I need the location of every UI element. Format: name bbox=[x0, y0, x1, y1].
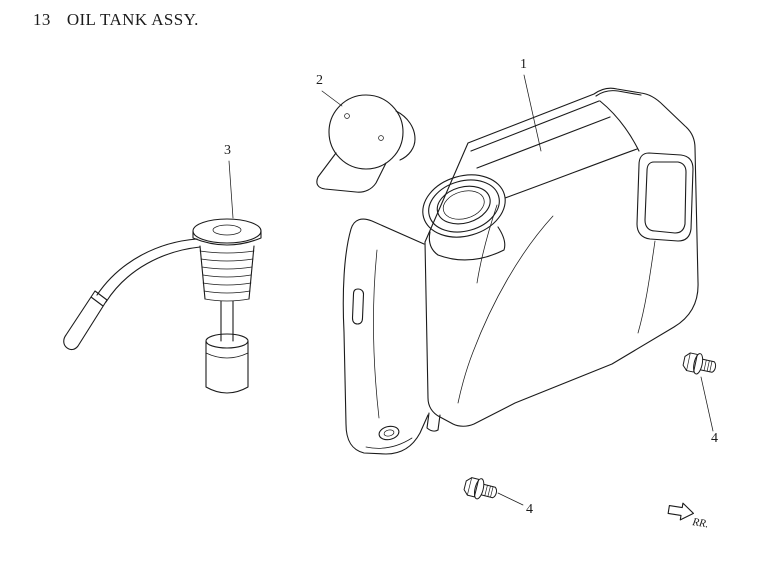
dipstick-rib-sides bbox=[199, 245, 255, 300]
cap-face bbox=[328, 94, 404, 170]
tank-mounting-bracket bbox=[342, 218, 429, 455]
callout-tank-label: 1 bbox=[520, 57, 527, 72]
callout-dipstick-leader bbox=[228, 160, 234, 219]
callout-cap-label: 2 bbox=[316, 73, 323, 88]
callout-tank-leader bbox=[523, 74, 542, 152]
dipstick-wire bbox=[96, 238, 201, 303]
cap-pin-hole-left bbox=[344, 113, 350, 119]
bracket-outline bbox=[342, 218, 429, 455]
dipstick-ribs bbox=[199, 250, 255, 302]
float-sides bbox=[205, 340, 249, 394]
dipstick-cap-inner bbox=[212, 224, 242, 236]
bracket-fold-line bbox=[373, 249, 380, 419]
tank-top-seams bbox=[470, 90, 642, 199]
flange-bolt-front bbox=[462, 474, 500, 504]
callout-dipstick-label: 3 bbox=[224, 143, 231, 158]
figure-number: 13 bbox=[33, 10, 51, 29]
callout-bolt-rear-leader bbox=[700, 376, 714, 432]
cap-side-tab bbox=[395, 110, 416, 161]
flange-bolt-rear bbox=[681, 350, 719, 379]
wire-sleeve bbox=[63, 290, 108, 351]
bracket-bolt-hole bbox=[378, 425, 400, 441]
oil-level-dipstick bbox=[63, 218, 262, 394]
tank-drain-nipple bbox=[426, 412, 441, 432]
filler-ring-bore bbox=[442, 190, 485, 220]
figure-title-text: OIL TANK ASSY. bbox=[66, 10, 199, 29]
bracket-slot-hole bbox=[351, 288, 365, 325]
filler-ring-mid bbox=[428, 179, 500, 233]
callout-cap-leader bbox=[321, 90, 343, 107]
filler-ring-outer bbox=[422, 174, 506, 238]
oil-filler-cap bbox=[316, 94, 416, 193]
rr-arrow-icon bbox=[667, 502, 695, 521]
oil-tank bbox=[422, 87, 699, 432]
dipstick-cap-top bbox=[192, 218, 262, 244]
tank-outline bbox=[424, 87, 699, 427]
bracket-foot-edge bbox=[365, 437, 413, 449]
cap-pin-hole-right bbox=[378, 135, 384, 141]
figure-title: 13 OIL TANK ASSY. bbox=[33, 10, 199, 30]
rr-direction-indicator: RR. bbox=[667, 502, 710, 531]
rr-direction-label: RR. bbox=[691, 516, 710, 531]
callout-bolt-rear-label: 4 bbox=[711, 431, 718, 446]
float-top bbox=[205, 333, 249, 349]
bolt-hole-inner bbox=[383, 429, 395, 437]
cap-skirt bbox=[316, 152, 387, 193]
tank-body-creases bbox=[457, 204, 656, 404]
tank-handle-recess bbox=[636, 152, 694, 242]
callout-bolt-front-label: 4 bbox=[526, 502, 533, 517]
tank-neck-base bbox=[428, 226, 506, 261]
callout-bolt-front-leader bbox=[497, 492, 524, 506]
bolt-hole-outer bbox=[378, 425, 400, 441]
dipstick-float-body bbox=[205, 333, 249, 394]
filler-ring-inner bbox=[436, 185, 491, 225]
callouts: 1 2 3 4 4 bbox=[224, 57, 718, 517]
float-band bbox=[205, 352, 249, 359]
dipstick-stem bbox=[220, 300, 234, 342]
dipstick-cap-rim bbox=[192, 230, 262, 246]
